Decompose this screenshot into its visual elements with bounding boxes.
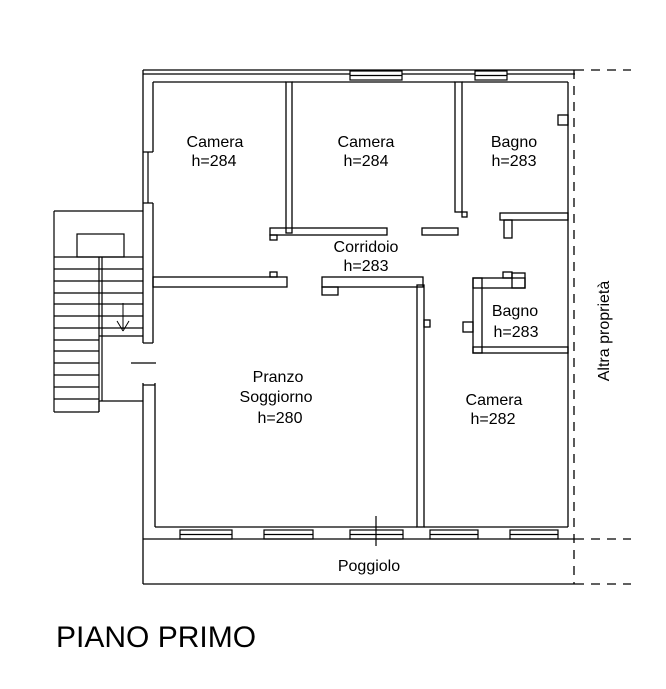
door-jamb: [502, 271, 513, 279]
door-jamb: [423, 319, 431, 328]
room-label-camera-1: Camera: [187, 134, 244, 151]
door-jamb: [321, 286, 339, 296]
wall-segment: [454, 81, 463, 213]
plan-title: PIANO PRIMO: [56, 621, 256, 654]
room-label-camera-3: Camera: [466, 392, 523, 409]
room-height-camera-3: h=282: [471, 411, 516, 428]
wall-segment: [472, 277, 483, 354]
wall-segment: [499, 212, 569, 221]
door-jamb: [269, 234, 278, 241]
wall-segment: [152, 276, 288, 288]
room-label-corridoio: Corridoio: [334, 239, 399, 256]
door-jamb: [503, 219, 513, 239]
room-label-soggiorno: Soggiorno: [240, 389, 313, 406]
room-height-pranzo: h=280: [258, 410, 303, 427]
staircase: [53, 210, 143, 413]
stair-landing: [76, 233, 125, 258]
stair-stringer: [98, 257, 103, 412]
window: [143, 151, 153, 204]
room-height-bagno-2: h=283: [494, 324, 539, 341]
room-height-corridoio: h=283: [344, 258, 389, 275]
wall-segment: [472, 346, 569, 354]
wall-segment: [285, 81, 293, 234]
wall-segment: [321, 276, 424, 288]
room-label-bagno-2: Bagno: [492, 303, 538, 320]
wall-segment: [416, 284, 425, 528]
stair-treads: [54, 339, 99, 400]
adjacent-property-label: Altra proprietà: [596, 281, 613, 382]
door-jamb: [462, 321, 474, 333]
room-labels: Camera h=284 Camera h=284 Bagno h=283 Co…: [187, 134, 613, 575]
wall-segment: [143, 82, 156, 527]
room-height-camera-2: h=284: [344, 153, 389, 170]
room-height-camera-1: h=284: [192, 153, 237, 170]
windows: [131, 70, 559, 546]
property-boundary-dashed: [573, 69, 631, 585]
room-label-pranzo: Pranzo: [253, 369, 304, 386]
wall-segment: [269, 227, 388, 236]
room-height-bagno-1: h=283: [492, 153, 537, 170]
interior-walls: [152, 81, 569, 528]
stair-direction-arrow: [116, 303, 130, 332]
door-jamb: [511, 272, 526, 289]
wall-segment: [472, 277, 526, 289]
room-label-poggiolo: Poggiolo: [338, 558, 400, 575]
room-label-camera-2: Camera: [338, 134, 395, 151]
wall-segment: [421, 227, 459, 236]
door-jamb: [461, 211, 468, 218]
room-label-bagno-1: Bagno: [491, 134, 537, 151]
stair-outline: [53, 210, 143, 413]
wall-notch: [557, 114, 569, 126]
door-jamb: [269, 271, 278, 278]
